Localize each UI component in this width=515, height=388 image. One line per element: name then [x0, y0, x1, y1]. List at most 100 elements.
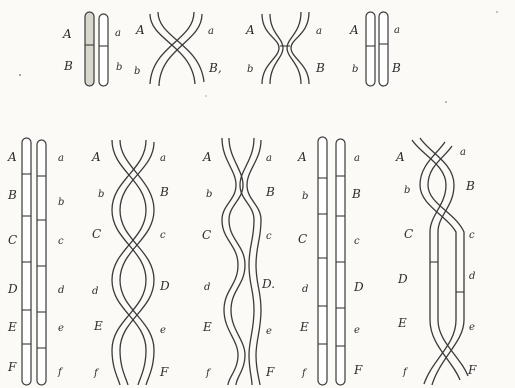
strand-2-edge-b [120, 142, 154, 385]
label-c: c [58, 236, 64, 247]
label-a: a [58, 153, 64, 164]
chromosome-left [85, 12, 94, 86]
label-D: D [397, 272, 408, 286]
label-E: E [202, 320, 212, 334]
label-a: a [460, 147, 466, 158]
label-A: A [62, 27, 72, 41]
figure-3-pinched-pair: A a b B [245, 12, 325, 84]
label-d: d [469, 271, 475, 282]
label-a: a [394, 25, 400, 36]
strand-1-edge-a [222, 138, 238, 385]
label-d: d [92, 286, 98, 297]
strand-2-edge-b [159, 14, 202, 86]
label-e: e [266, 326, 272, 337]
label-D: D. [261, 277, 275, 291]
figure-7-wavy-pair: A a b B C c d D. E e f F [202, 138, 275, 385]
label-B: B [351, 187, 361, 201]
label-B: B [265, 185, 275, 199]
strand-2-edge-a [112, 140, 146, 385]
label-f: f [205, 368, 212, 379]
label-B: B, [208, 61, 222, 75]
strand-1-edge-a [112, 140, 146, 385]
label-b: b [302, 191, 308, 202]
label-d: d [58, 285, 64, 296]
label-A: A [135, 23, 145, 37]
chromosome-right [99, 14, 108, 86]
label-A: A [202, 150, 212, 164]
label-f: f [301, 368, 308, 379]
label-a: a [160, 153, 166, 164]
label-b: b [116, 62, 122, 73]
label-E: E [7, 320, 17, 334]
left-inner [270, 14, 283, 84]
label-a: a [208, 26, 214, 37]
label-D: D [353, 280, 364, 294]
label-e: e [160, 325, 166, 336]
label-c: c [469, 230, 475, 241]
label-A: A [349, 23, 359, 37]
label-B: B [315, 61, 325, 75]
label-A: A [297, 150, 307, 164]
label-e: e [58, 323, 64, 334]
strand-1-edge-a [150, 14, 195, 84]
label-b: b [58, 197, 64, 208]
label-b: b [134, 66, 140, 77]
label-C: C [404, 227, 413, 241]
chromosome-right [379, 12, 388, 86]
label-B: B [391, 61, 401, 75]
label-F: F [7, 360, 17, 374]
label-c: c [354, 236, 360, 247]
figure-2-single-crossing: A a b B, [134, 12, 222, 86]
figure-6-twisted-pair: A a b B C c d D E e f F [91, 140, 170, 385]
label-a: a [316, 26, 322, 37]
label-b: b [206, 189, 212, 200]
chromosome-left [318, 137, 327, 385]
label-D: D [7, 282, 18, 296]
label-f: f [402, 367, 409, 378]
label-A: A [7, 150, 17, 164]
label-a: a [354, 153, 360, 164]
label-c: c [266, 231, 272, 242]
label-d: d [204, 282, 210, 293]
label-f: f [93, 368, 100, 379]
label-F: F [159, 365, 169, 379]
strand-2-edge-a [240, 138, 254, 385]
label-F: F [353, 363, 363, 377]
label-a: a [266, 153, 272, 164]
strand-2-edge-a [150, 12, 194, 84]
figure-4-recombined-pair: A a b B [349, 12, 401, 86]
label-d: d [302, 284, 308, 295]
label-E: E [299, 320, 309, 334]
label-C: C [92, 227, 101, 241]
label-c: c [160, 230, 166, 241]
chromosome-left [366, 12, 375, 86]
label-B: B [465, 179, 475, 193]
strand-1-edge-b [420, 138, 468, 376]
right-inner [287, 12, 301, 84]
label-a: a [115, 28, 121, 39]
label-A: A [91, 150, 101, 164]
label-F: F [467, 363, 477, 377]
label-C: C [8, 233, 17, 247]
label-E: E [93, 319, 103, 333]
label-f: f [57, 367, 64, 378]
label-e: e [354, 325, 360, 336]
label-E: E [397, 316, 407, 330]
label-D: D [159, 279, 170, 293]
figure-1-parallel-chromosomes: A a B b [62, 12, 122, 86]
label-C: C [298, 232, 307, 246]
label-A: A [245, 23, 255, 37]
label-A: A [395, 150, 405, 164]
label-b: b [247, 64, 253, 75]
label-b: b [404, 185, 410, 196]
left-outer [262, 14, 279, 84]
figure-5-parallel-long-chromosomes: A a B b C c D d E e F f [7, 138, 64, 385]
label-B: B [7, 188, 17, 202]
label-b: b [352, 64, 358, 75]
label-e: e [469, 322, 475, 333]
label-C: C [202, 228, 211, 242]
label-B: B [159, 185, 169, 199]
label-b: b [98, 189, 104, 200]
